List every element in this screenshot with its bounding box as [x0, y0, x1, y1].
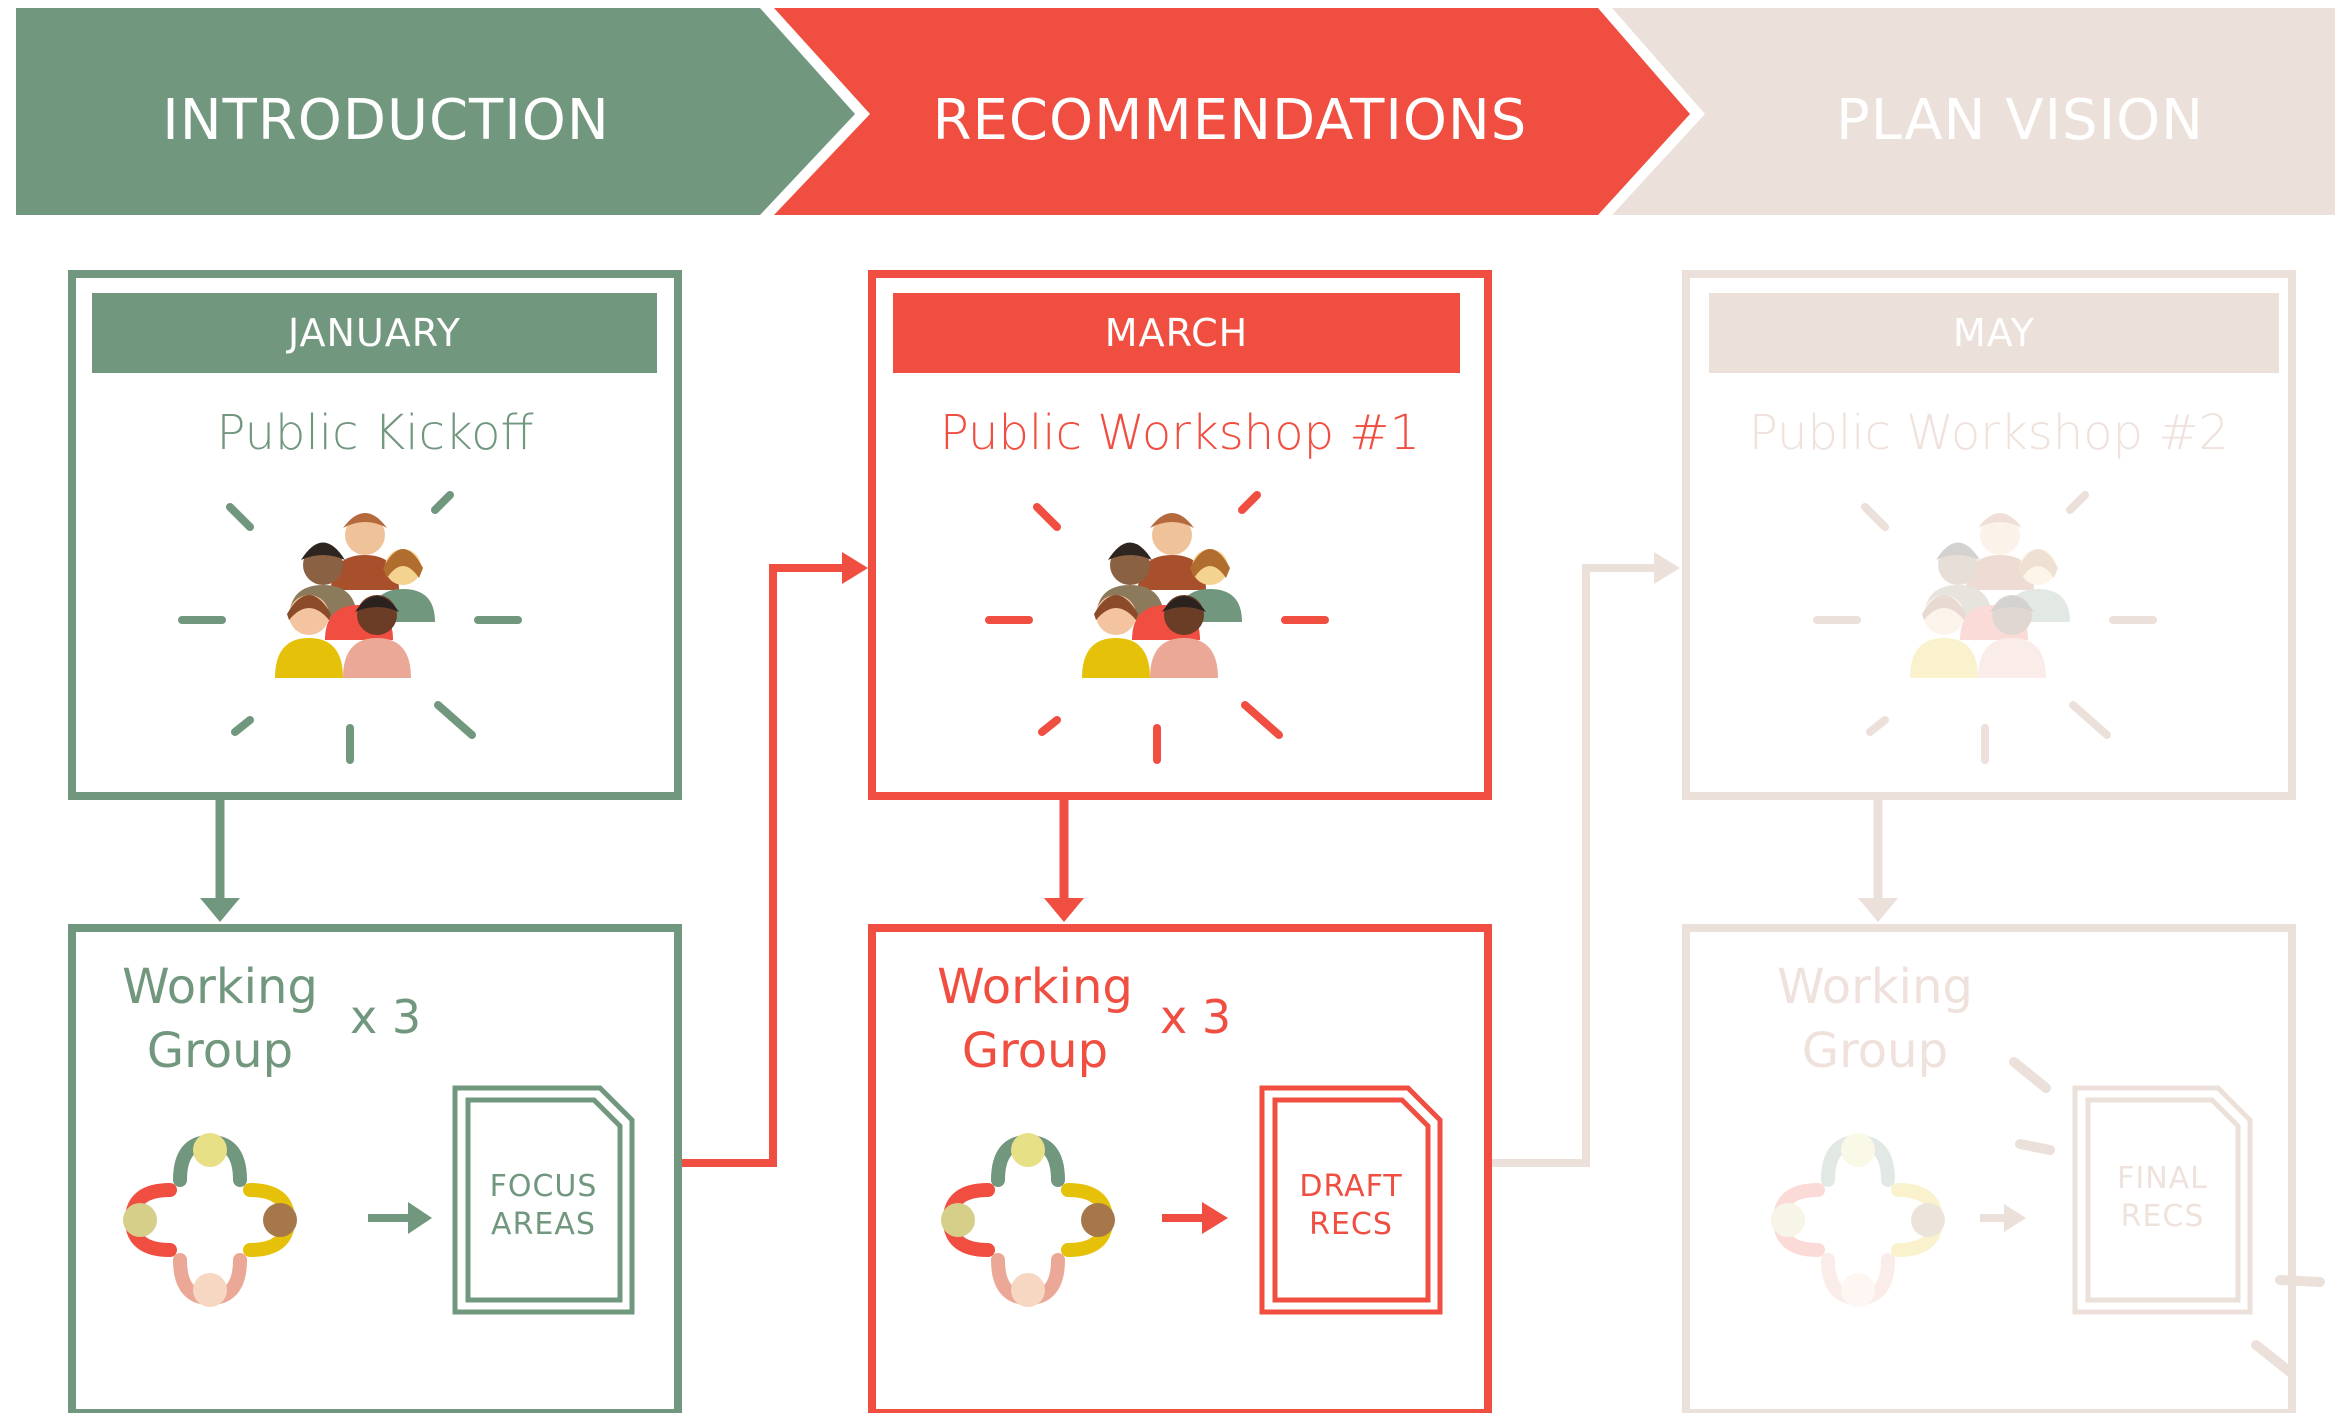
document-icon: [2072, 1085, 2253, 1315]
wg-line-1: Working: [1777, 959, 1973, 1015]
multiplier-label: x 3: [350, 990, 422, 1044]
document-label-focus-areas: FOCUS AREAS: [455, 1168, 632, 1244]
arrowhead: [200, 898, 240, 922]
event-card-may: [1682, 270, 2296, 800]
multiplier-label: x 3: [1160, 990, 1232, 1044]
month-label-may: MAY: [1952, 311, 2036, 355]
people-around-table-icon: [941, 1133, 1115, 1307]
people-around-table-icon: [1771, 1133, 1945, 1307]
arrowhead: [408, 1202, 432, 1234]
wg-line-2: Group: [146, 1023, 294, 1079]
phase-banner-plan-vision: [1612, 8, 2335, 215]
group-of-people-icon: [275, 513, 435, 678]
wg-line-2: Group: [961, 1023, 1109, 1079]
people-around-table-icon: [123, 1133, 297, 1307]
doc-line-1: DRAFT: [1299, 1169, 1403, 1204]
working-group-card-1: [68, 924, 682, 1413]
arrowhead: [842, 552, 868, 584]
burst-lines-icon: [2009, 1057, 2325, 1377]
event-title-public-workshop-1: Public Workshop #1: [939, 405, 1421, 461]
group-of-people-icon: [1910, 513, 2070, 678]
phase-banner-introduction: [16, 8, 855, 215]
wg-line-2: Group: [1801, 1023, 1949, 1079]
event-card-march: [868, 270, 1492, 800]
month-bar-may: [1709, 293, 2279, 373]
working-group-label: Working Group: [1755, 955, 1995, 1083]
working-group-card-2: [868, 924, 1492, 1413]
doc-line-1: FOCUS: [489, 1169, 598, 1204]
arrowhead: [1858, 898, 1898, 922]
doc-line-1: FINAL: [2117, 1161, 2208, 1196]
doc-line-2: RECS: [1309, 1207, 1393, 1242]
working-group-card-3: [1682, 924, 2296, 1413]
connector-line: [682, 564, 848, 1167]
phase-label-recommendations: RECOMMENDATIONS: [932, 87, 1528, 153]
group-of-people-icon: [1082, 513, 1242, 678]
event-title-public-workshop-2: Public Workshop #2: [1748, 405, 2230, 461]
wg-line-1: Working: [122, 959, 318, 1015]
event-title-public-kickoff: Public Kickoff: [216, 405, 534, 461]
connector-line: [1492, 564, 1660, 1167]
doc-line-2: AREAS: [491, 1207, 596, 1242]
doc-line-2: RECS: [2120, 1199, 2205, 1234]
wg-line-1: Working: [937, 959, 1133, 1015]
working-group-label: Working Group: [915, 955, 1155, 1083]
working-group-label: Working Group: [100, 955, 340, 1083]
arrowhead: [1202, 1202, 1228, 1234]
month-label-january: JANUARY: [288, 311, 461, 355]
document-icon: [1259, 1085, 1443, 1315]
document-label-draft-recs: DRAFT RECS: [1262, 1168, 1440, 1244]
phase-banner-recommendations: [774, 8, 1690, 215]
arrowhead: [1044, 898, 1084, 922]
month-bar-march: [893, 293, 1460, 373]
month-label-march: MARCH: [1104, 311, 1249, 355]
document-label-final-recs: FINAL RECS: [2075, 1160, 2250, 1236]
month-bar-january: [92, 293, 657, 373]
event-card-january: [68, 270, 682, 800]
phase-label-introduction: INTRODUCTION: [162, 87, 610, 153]
phase-label-plan-vision: PLAN VISION: [1835, 87, 2205, 153]
arrowhead: [1654, 552, 1680, 584]
document-icon: [452, 1085, 635, 1315]
arrowhead: [2004, 1204, 2026, 1232]
